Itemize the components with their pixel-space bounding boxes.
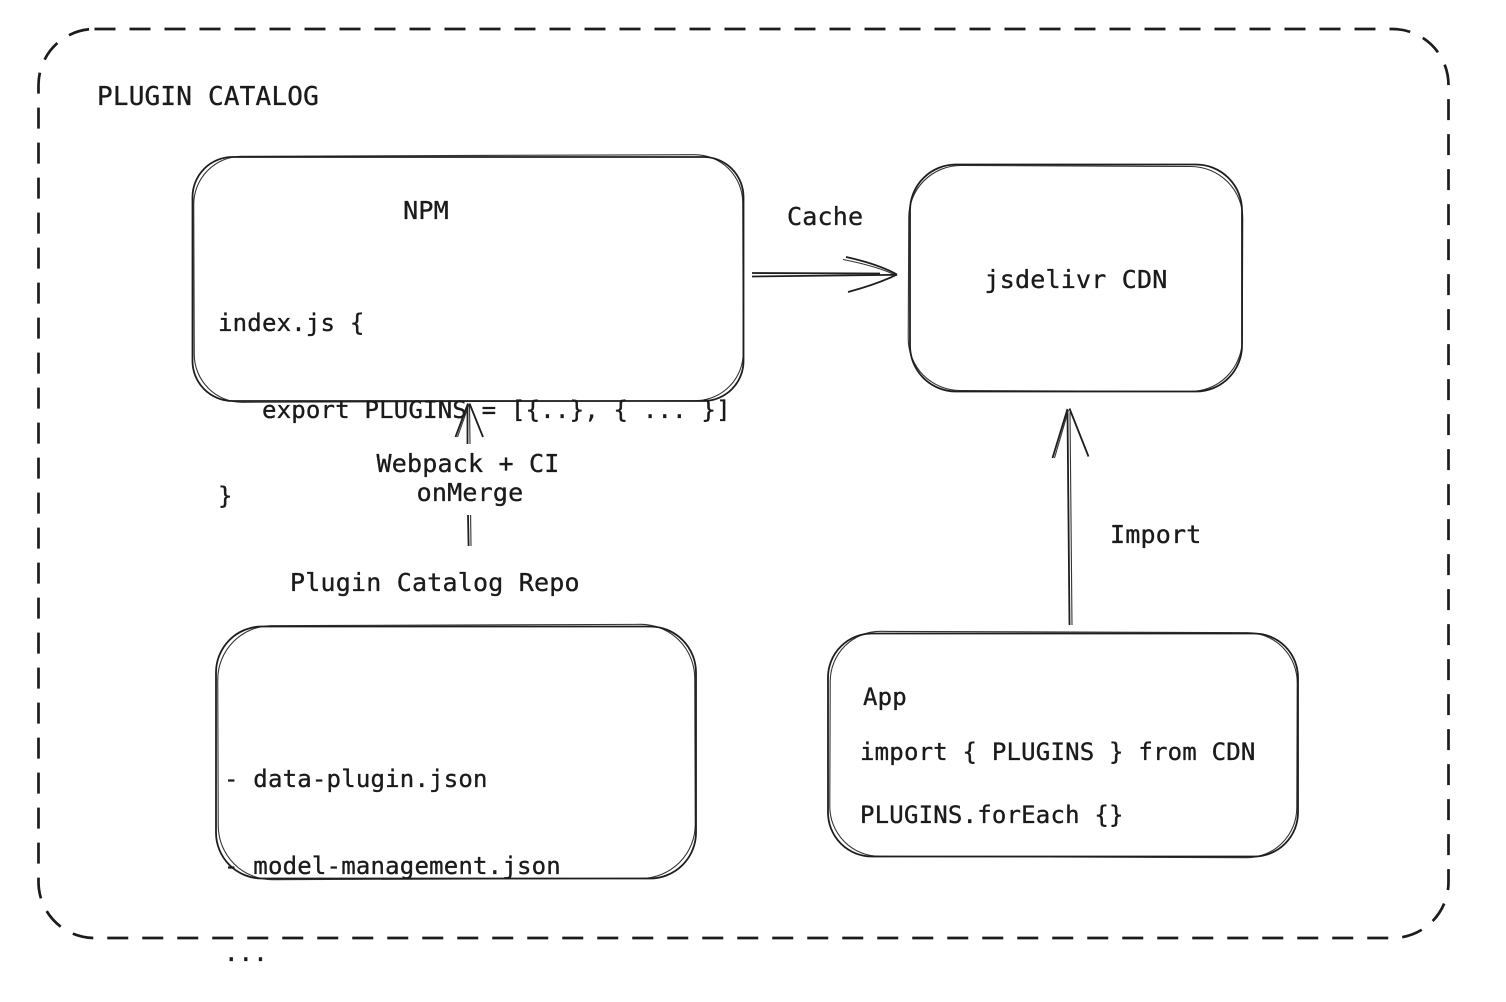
repo-file-item: - data-plugin.json [224, 765, 488, 793]
repo-connector-line [467, 514, 472, 547]
outer-dashed-border [37, 27, 1450, 940]
npm-code-line: index.js { [218, 309, 365, 337]
repo-heading: Plugin Catalog Repo [290, 568, 580, 597]
npm-box-title: NPM [403, 196, 449, 225]
npm-code-block: index.js { export PLUGINS = [{..}, { ...… [218, 252, 731, 568]
cache-arrow [751, 256, 898, 293]
cdn-box-outline [907, 163, 1244, 393]
app-code-line: PLUGINS.forEach {} [860, 801, 1124, 829]
app-box-outline [827, 630, 1299, 859]
import-arrow-label: Import [1110, 520, 1202, 549]
repo-file-item: ... [224, 939, 268, 967]
repo-file-item: - model-management.json [224, 852, 561, 880]
app-code-line: import { PLUGINS } from CDN [860, 738, 1256, 766]
repo-file-list: - data-plugin.json - model-management.js… [224, 708, 561, 1002]
cdn-box-label: jsdelivr CDN [984, 265, 1168, 294]
npm-code-line: export PLUGINS = [{..}, { ... }] [218, 395, 731, 424]
build-arrow-label-line1: Webpack + CI [376, 449, 560, 478]
diagram-title: PLUGIN CATALOG [97, 82, 319, 112]
npm-box-outline [191, 154, 745, 403]
cache-arrow-label: Cache [787, 202, 864, 231]
build-arrow [454, 403, 484, 445]
app-box-title: App [863, 683, 907, 711]
npm-code-line: } [218, 482, 233, 510]
import-arrow [1051, 408, 1090, 626]
repo-box-outline [215, 623, 697, 881]
build-arrow-label-line2: onMerge [416, 478, 524, 507]
